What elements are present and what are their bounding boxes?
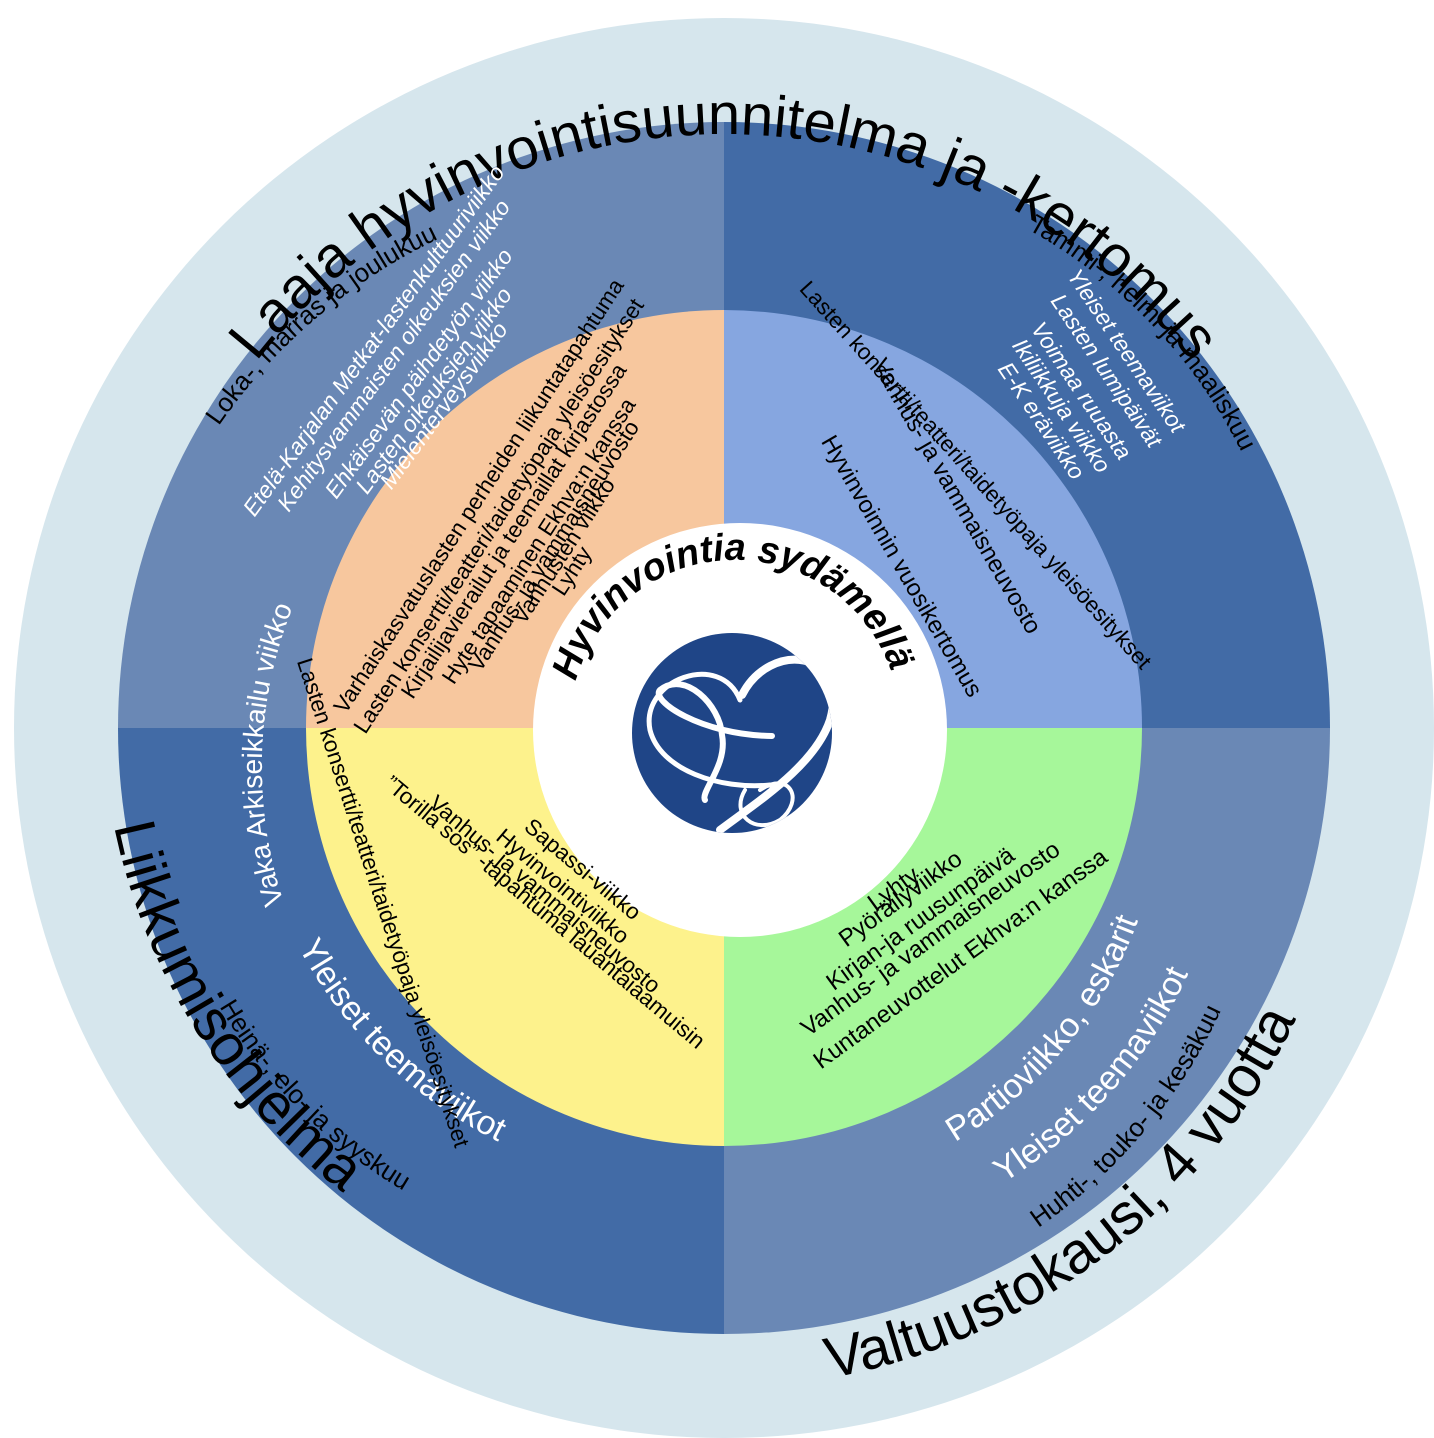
heart-logo-icon	[632, 633, 832, 833]
